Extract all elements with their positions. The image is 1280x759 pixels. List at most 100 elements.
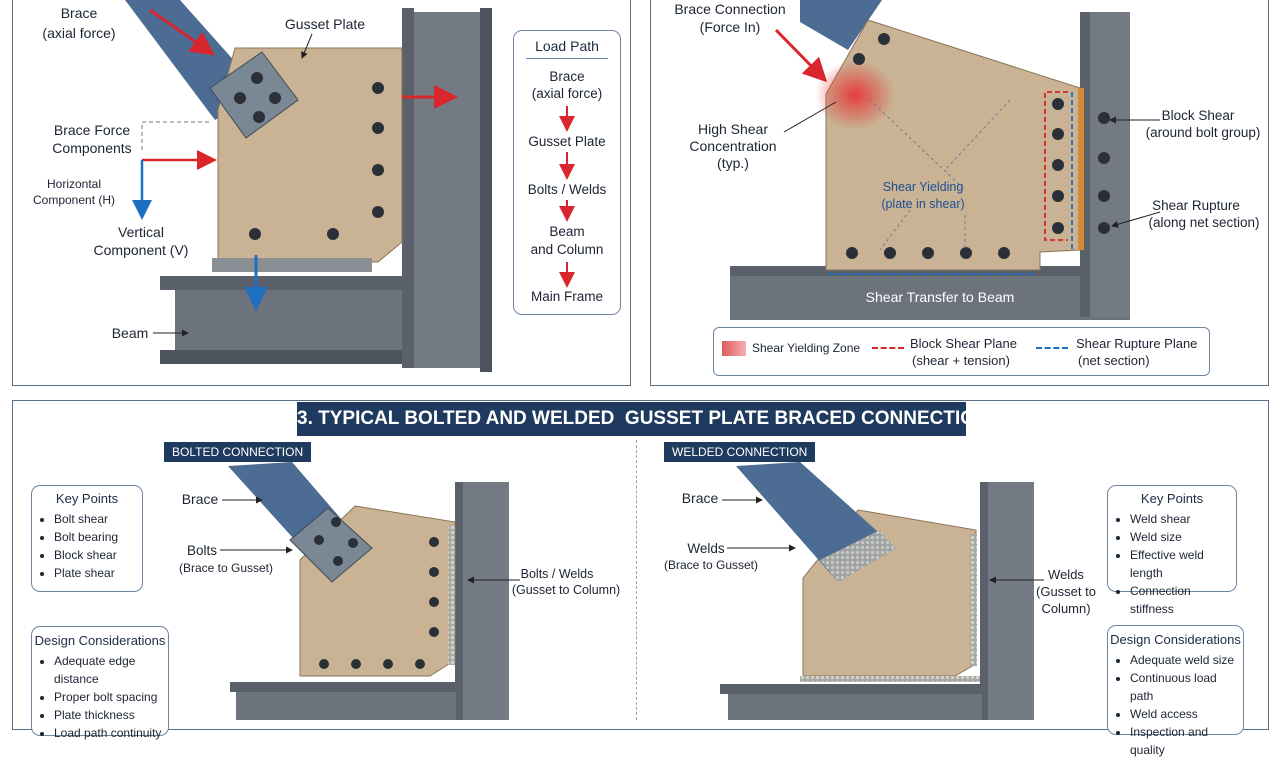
high-shear-2: Concentration: [689, 138, 776, 154]
shear-flow-line: [944, 99, 1011, 171]
bolt: [372, 206, 384, 218]
load-path-title: Load Path: [535, 38, 599, 54]
welded-design-item: Weld access: [1130, 705, 1243, 723]
bolt: [333, 556, 343, 566]
bolt: [878, 33, 890, 45]
beam-flange-bottom: [160, 350, 435, 364]
load-step-brace-sub: (axial force): [532, 86, 603, 101]
bolt: [429, 537, 439, 547]
bolted-design-title: Design Considerations: [34, 633, 166, 648]
rupture-1: Shear Rupture: [1152, 198, 1240, 213]
welded-welds2-2: (Gusset to: [1036, 584, 1096, 599]
legend-rupture-line: [1036, 347, 1068, 349]
bolted-column-flange: [455, 482, 463, 720]
block-shear-2: (around bolt group): [1146, 125, 1261, 140]
bolt: [372, 82, 384, 94]
high-shear-3: (typ.): [717, 155, 749, 171]
force-in-label: (Force In): [700, 19, 761, 35]
welded-brace-label: Brace: [682, 490, 719, 506]
bolt: [234, 92, 246, 104]
bolted-end-plate: [289, 507, 373, 583]
beam-flange-top: [160, 276, 435, 290]
bolted-bw-label: Bolts / Welds: [521, 567, 594, 581]
bolted-design-item: Adequate edge distance: [54, 652, 168, 688]
bolted-design-item: Plate thickness: [54, 706, 168, 724]
beam-web: [175, 290, 425, 350]
force-diagram-svg: Brace (axial force) Gusset Plate Brace F…: [33, 0, 492, 372]
block-shear-1: Block Shear: [1162, 108, 1235, 123]
legend-rupture-sub: (net section): [1078, 353, 1150, 368]
load-path-svg: Brace (axial force) Gusset Plate Bolts /…: [528, 69, 607, 304]
brace-in-arrow: [774, 28, 828, 83]
bolt: [372, 164, 384, 176]
shear-yield-zone: [815, 60, 895, 130]
gusset-label: Gusset Plate: [285, 16, 365, 32]
welded-design: Design Considerations Adequate weld size…: [1107, 625, 1244, 757]
bolt: [351, 659, 361, 669]
load-step-gusset: Gusset Plate: [528, 134, 605, 149]
vertical-label-1: Vertical: [118, 224, 164, 240]
welded-design-item: Continuous load path: [1130, 669, 1243, 705]
bolt: [253, 111, 265, 123]
brace-sub: (axial force): [42, 25, 115, 41]
bolt: [383, 659, 393, 669]
bolt: [1052, 159, 1064, 171]
load-step-bolts: Bolts / Welds: [528, 182, 607, 197]
bolted-bw-sub: (Gusset to Column): [512, 583, 620, 597]
load-step-beam: Beam: [549, 224, 584, 239]
bolted-beam-web: [236, 692, 456, 720]
welded-key-title: Key Points: [1140, 491, 1204, 506]
column-web: [414, 12, 480, 368]
bolt: [1098, 190, 1110, 202]
welded-column-flange: [980, 482, 988, 720]
legend-block-line: [872, 347, 904, 349]
bolt-group: [234, 72, 384, 240]
bolted-bolts-sub: (Brace to Gusset): [179, 561, 273, 575]
shear-beam-flange: [730, 266, 1130, 276]
bolt: [846, 247, 858, 259]
load-path-divider: [526, 58, 608, 59]
shear-yield-2: (plate in shear): [881, 197, 964, 211]
bolt: [327, 228, 339, 240]
bolted-key-item: Bolt shear: [54, 510, 142, 528]
horizontal-label-2: Component (H): [33, 193, 115, 207]
bolted-key-points: Key Points Bolt shear Bolt bearing Block…: [31, 485, 143, 592]
shear-flow-line: [879, 209, 911, 251]
legend-yield-label: Shear Yielding Zone: [752, 341, 861, 355]
beam-label: Beam: [112, 325, 149, 341]
bolt: [853, 53, 865, 65]
bolt: [314, 535, 324, 545]
high-shear-leader: [783, 101, 837, 133]
legend-block-sub: (shear + tension): [912, 353, 1010, 368]
shear-flow-lines: [869, 99, 1011, 251]
shear-column-web: [1090, 12, 1130, 317]
welded-key-item: Effective weld length: [1130, 546, 1236, 582]
components-dash: [141, 121, 210, 150]
bolted-key-item: Bolt bearing: [54, 528, 142, 546]
column-flange-right: [480, 8, 492, 372]
legend-rupture-label: Shear Rupture Plane: [1076, 336, 1198, 351]
shear-yield-1: Shear Yielding: [883, 180, 964, 194]
shear-transfer-label: Shear Transfer to Beam: [866, 289, 1015, 305]
bolt: [331, 517, 341, 527]
bolted-design-item: Load path continuity: [54, 724, 168, 742]
welded-beam-flange: [720, 684, 984, 694]
bolted-key-item: Block shear: [54, 546, 142, 564]
bolt: [249, 228, 261, 240]
components-label-2: Components: [52, 140, 131, 156]
shear-legend: Shear Yielding Zone Block Shear Plane (s…: [713, 327, 1210, 376]
bolt: [348, 538, 358, 548]
bolt: [429, 567, 439, 577]
welded-key-item: Weld shear: [1130, 510, 1236, 528]
bolt: [319, 659, 329, 669]
welded-welds2-3: Column): [1041, 601, 1090, 616]
welded-key-points: Key Points Weld shear Weld size Effectiv…: [1107, 485, 1237, 616]
bolted-header: BOLTED CONNECTION: [164, 442, 312, 462]
center-divider: [636, 440, 637, 720]
welded-column-web: [988, 482, 1034, 720]
rupture-leader: [1111, 211, 1161, 228]
load-step-frame: Main Frame: [531, 289, 603, 304]
shear-brace: [800, 0, 882, 50]
gusset-leader: [301, 33, 313, 59]
welded-weld-beam: [800, 676, 980, 682]
